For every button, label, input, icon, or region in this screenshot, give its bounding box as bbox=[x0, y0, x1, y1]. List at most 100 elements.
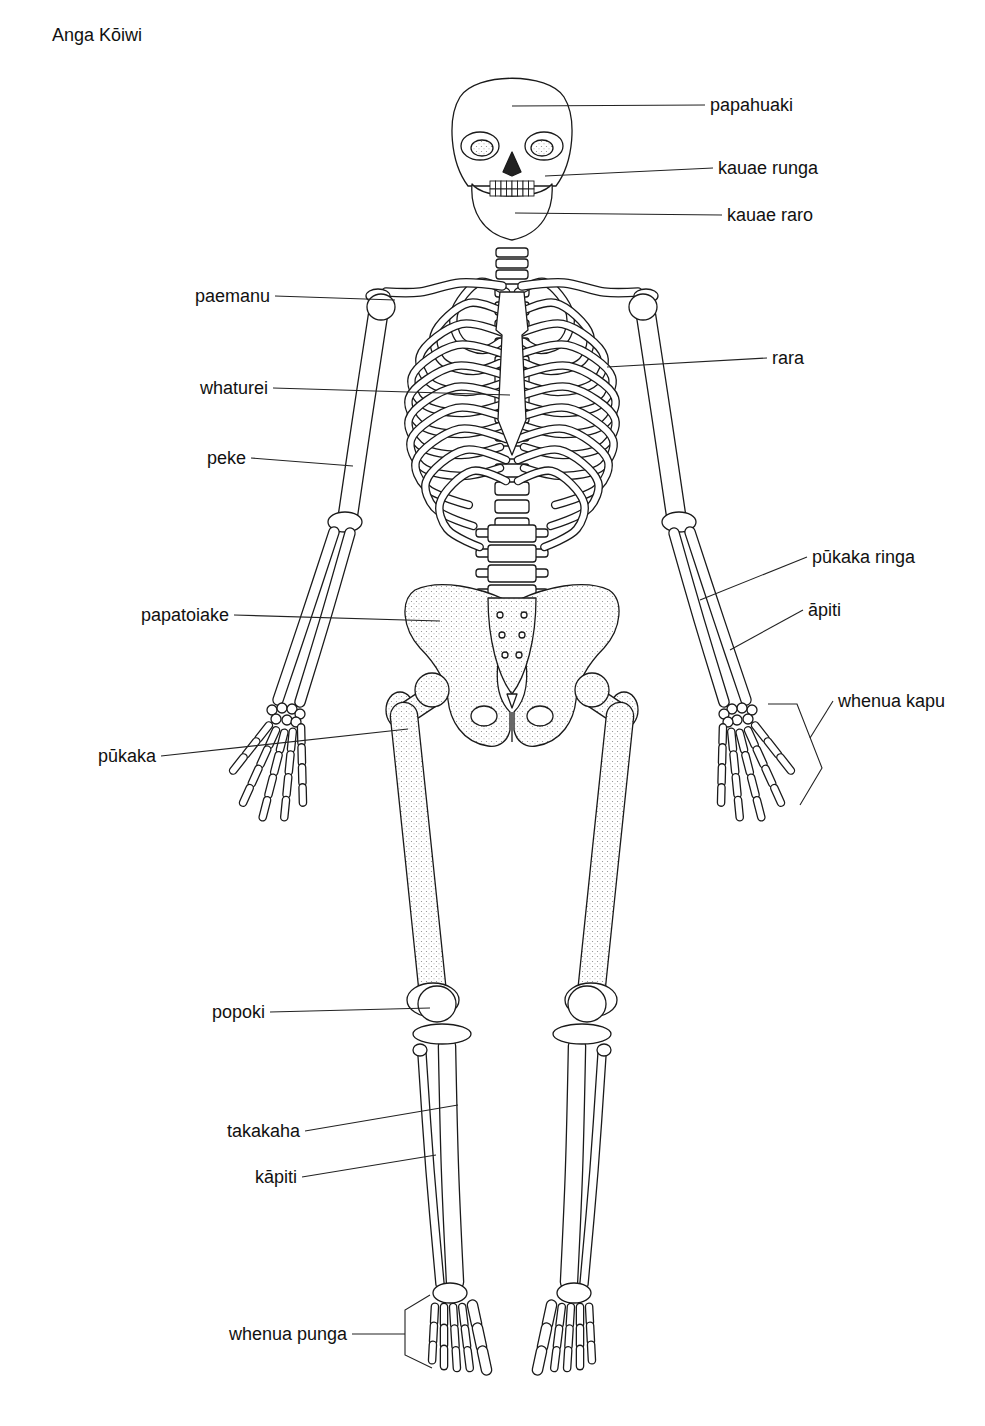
rib bbox=[433, 303, 506, 371]
humerus-outline bbox=[646, 315, 676, 515]
leader-line bbox=[251, 458, 353, 466]
femur-head bbox=[575, 673, 609, 707]
coccyx bbox=[507, 694, 517, 708]
toe-bone bbox=[586, 1307, 593, 1323]
lower-tooth bbox=[529, 189, 535, 196]
finger-bone-outline bbox=[269, 730, 276, 745]
obturator-foramen bbox=[527, 706, 553, 726]
toe-bone-outline bbox=[560, 1307, 562, 1325]
fibula bbox=[422, 1054, 440, 1284]
clavicle-outline bbox=[386, 283, 502, 293]
carpal-bone bbox=[732, 715, 742, 725]
finger-bone-outline bbox=[268, 778, 272, 795]
tibia bbox=[447, 1046, 455, 1282]
carpal-bone bbox=[282, 715, 292, 725]
finger-bone bbox=[287, 777, 289, 794]
finger-bone-outline bbox=[297, 747, 306, 762]
leader-line bbox=[234, 615, 440, 621]
part-label: whaturei bbox=[200, 377, 268, 399]
part-label: papatoiake bbox=[141, 604, 229, 626]
toe-bone bbox=[577, 1328, 583, 1345]
sacrum bbox=[488, 598, 536, 694]
leader-line bbox=[515, 213, 722, 215]
finger-bone bbox=[274, 755, 278, 772]
thumb-bone bbox=[768, 741, 778, 754]
big-toe-bone-outline bbox=[547, 1305, 551, 1324]
thoracic-vertebra bbox=[495, 482, 529, 495]
part-label: kāpiti bbox=[255, 1166, 297, 1188]
fibula-head bbox=[597, 1044, 611, 1056]
centre-bones bbox=[488, 292, 536, 742]
eye-socket-shade bbox=[531, 140, 553, 156]
finger-bone-outline bbox=[718, 747, 727, 762]
big-toe-bone-outline bbox=[542, 1328, 546, 1347]
finger-bone bbox=[731, 732, 733, 749]
fibula-outline bbox=[422, 1054, 440, 1284]
toe-bone bbox=[429, 1345, 436, 1361]
big-toe-bone bbox=[537, 1351, 541, 1370]
toe-bone bbox=[454, 1329, 455, 1347]
leader-line bbox=[302, 1155, 436, 1177]
rib bbox=[518, 471, 585, 547]
finger-bone-outline bbox=[748, 730, 755, 745]
lower-tooth bbox=[507, 189, 513, 196]
rib-outline bbox=[439, 471, 506, 547]
lumbar-vertebra bbox=[488, 525, 536, 542]
toe-bone-outline bbox=[453, 1307, 454, 1325]
carpal-bone bbox=[737, 703, 747, 713]
tibia-outline bbox=[569, 1046, 577, 1282]
finger-bone bbox=[280, 733, 284, 750]
finger-bone-outline bbox=[757, 800, 761, 817]
finger-bone bbox=[720, 727, 726, 742]
humerus bbox=[646, 315, 676, 515]
finger-bone-outline bbox=[738, 800, 740, 817]
tibia-head bbox=[553, 1024, 611, 1044]
finger-bone-outline bbox=[298, 787, 307, 802]
leader-lines bbox=[161, 105, 833, 1334]
big-toe-bone bbox=[547, 1305, 551, 1324]
femur-outline bbox=[404, 716, 432, 985]
bracket-group bbox=[405, 704, 822, 1368]
finger-bone-outline bbox=[740, 733, 744, 750]
big-toe-bone bbox=[472, 1305, 476, 1324]
rib-outline bbox=[518, 407, 614, 476]
toe-bone bbox=[431, 1307, 438, 1323]
lower-tooth bbox=[490, 189, 496, 196]
finger-bone bbox=[774, 788, 781, 803]
humerus-outline bbox=[348, 315, 378, 515]
part-label: popoki bbox=[212, 1001, 265, 1023]
eye-socket-shade bbox=[471, 140, 493, 156]
part-label: rara bbox=[772, 347, 804, 369]
leader-line bbox=[273, 388, 510, 395]
toe-bone-outline bbox=[468, 1350, 470, 1368]
part-label: takakaha bbox=[227, 1120, 300, 1142]
lower-tooth bbox=[512, 189, 518, 196]
rib bbox=[410, 407, 506, 476]
sternum bbox=[496, 292, 528, 455]
finger-bone bbox=[740, 733, 744, 750]
mandible bbox=[472, 184, 552, 240]
toe-bone-outline bbox=[576, 1349, 585, 1366]
finger-bone bbox=[734, 754, 736, 771]
big-toe-bone-outline bbox=[482, 1351, 486, 1370]
toe-bone-outline bbox=[576, 1307, 585, 1324]
finger-bone bbox=[748, 730, 755, 745]
upper-tooth bbox=[496, 181, 502, 189]
rib-outline bbox=[518, 303, 591, 371]
finger-bone-outline bbox=[717, 787, 726, 802]
toe-bone bbox=[570, 1307, 571, 1325]
femur bbox=[592, 716, 620, 985]
obturator-foramen bbox=[471, 706, 497, 726]
patella bbox=[568, 986, 606, 1022]
leader-line bbox=[810, 701, 833, 738]
upper-tooth bbox=[523, 181, 529, 189]
humerus bbox=[348, 315, 378, 515]
rib bbox=[439, 471, 506, 547]
foot-bracket bbox=[405, 1295, 432, 1368]
toe-bone-outline bbox=[587, 1345, 596, 1361]
lower-tooth bbox=[518, 189, 524, 196]
finger-bone bbox=[719, 747, 725, 762]
upper-tooth bbox=[529, 181, 535, 189]
toe-bone-outline bbox=[576, 1328, 585, 1345]
